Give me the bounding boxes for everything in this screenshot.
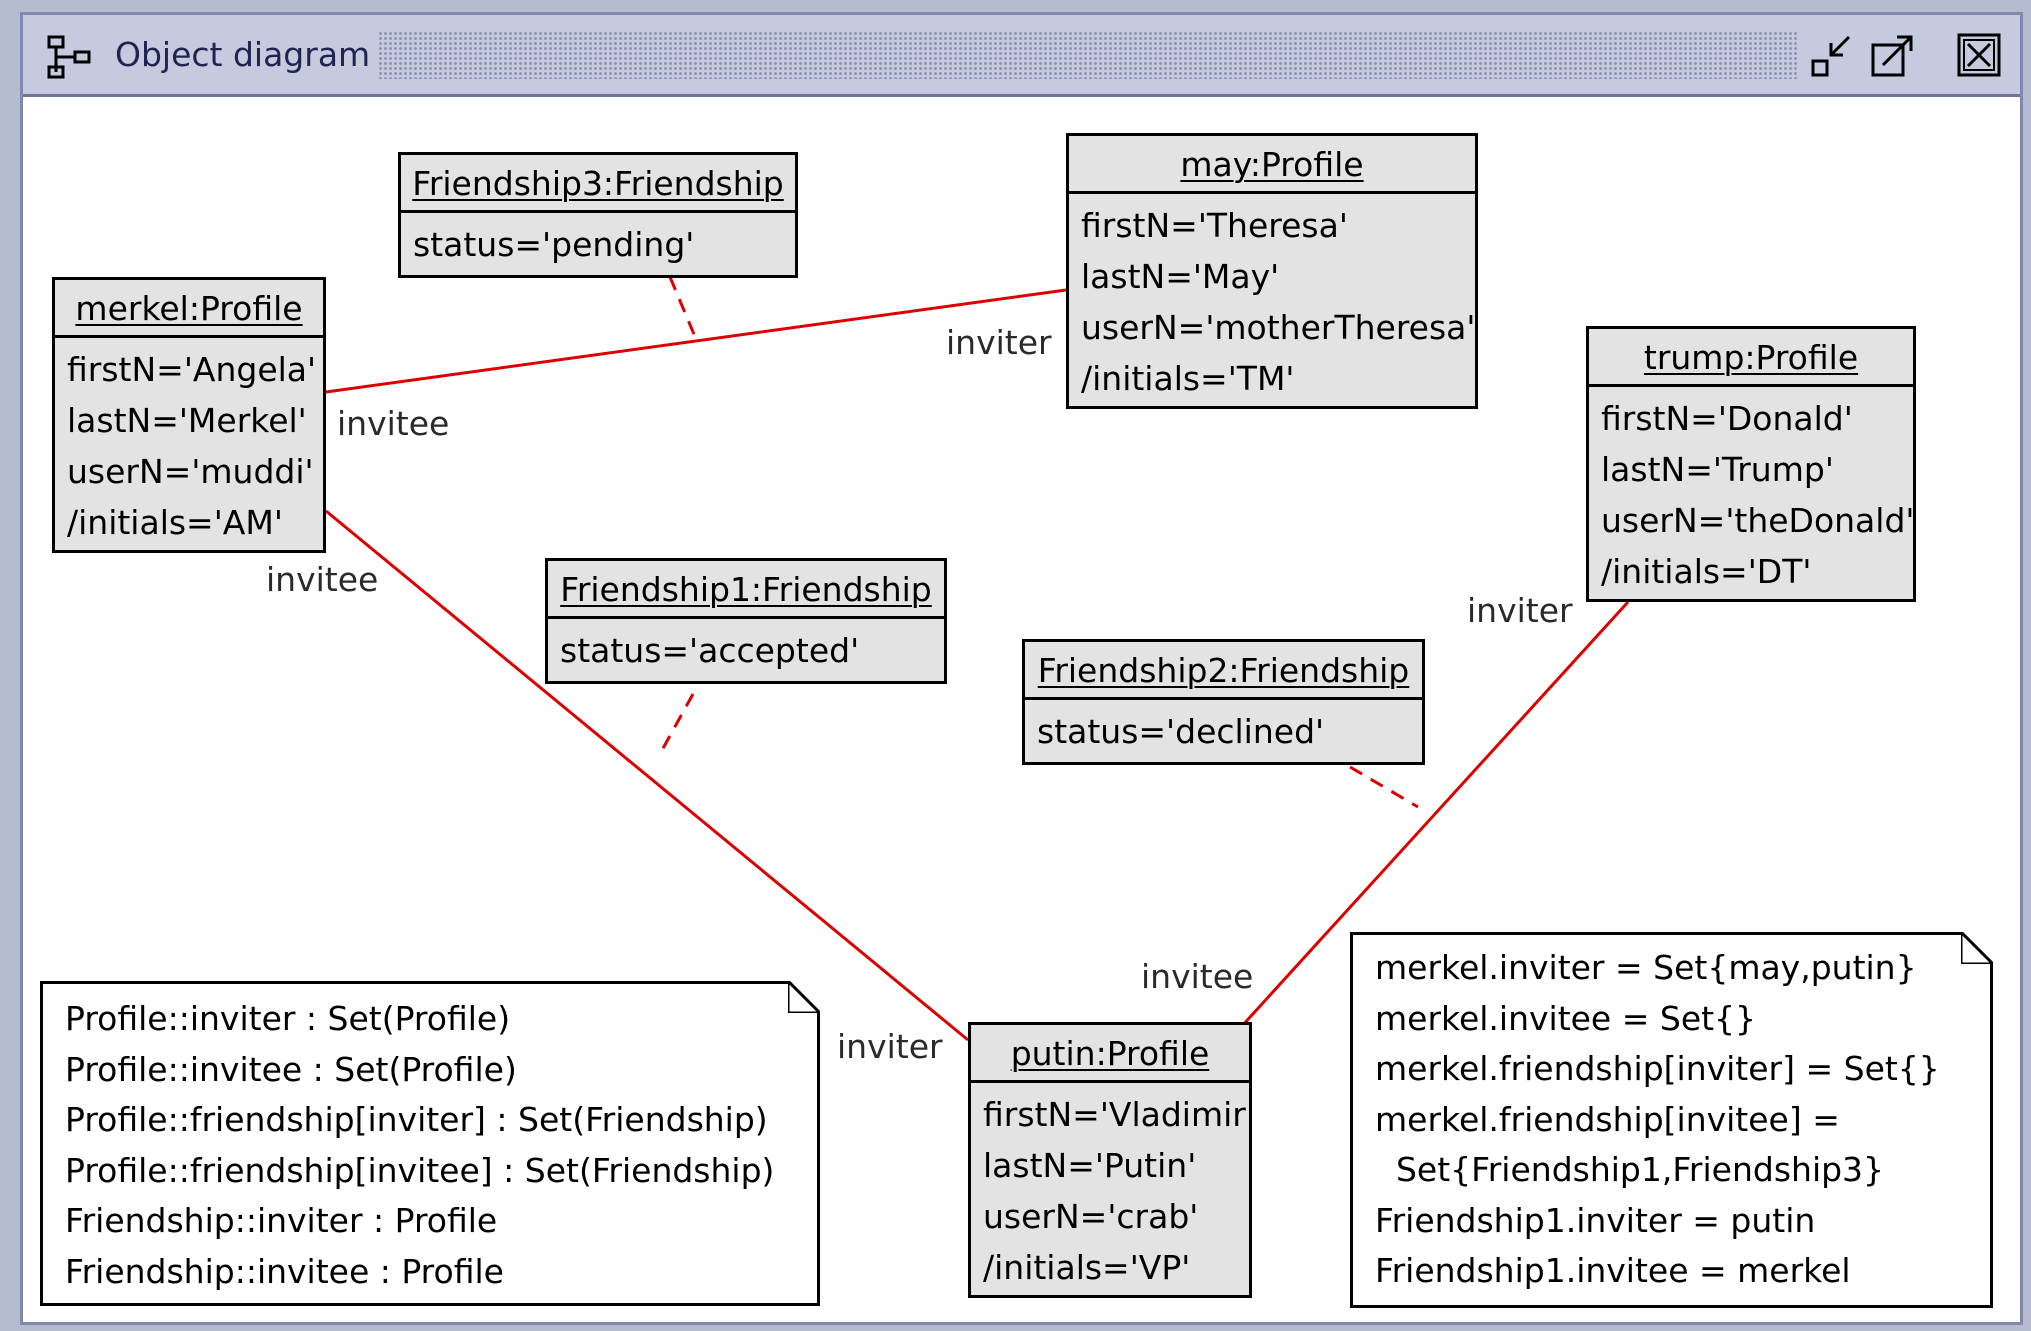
window-title: Object diagram <box>115 35 371 74</box>
note-line: Friendship1.invitee = merkel <box>1375 1251 1851 1290</box>
object-may[interactable]: may:Profile firstN='Theresa' lastN='May'… <box>1066 133 1478 409</box>
object-name: Friendship1:Friendship <box>548 561 944 619</box>
link-merkel-putin <box>325 509 969 1042</box>
object-attribute: /initials='AM' <box>67 503 283 542</box>
object-attribute: /initials='VP' <box>983 1248 1191 1287</box>
object-attribute: firstN='Angela' <box>67 350 317 389</box>
object-attribute: firstN='Vladimir' <box>983 1095 1255 1134</box>
object-attribute: lastN='May' <box>1081 257 1280 296</box>
object-merkel[interactable]: merkel:Profile firstN='Angela' lastN='Me… <box>52 277 326 553</box>
note-line: merkel.friendship[invitee] = <box>1375 1099 1840 1139</box>
object-attribute: /initials='TM' <box>1081 359 1295 398</box>
object-name: Friendship3:Friendship <box>401 155 795 213</box>
note-line: Friendship::invitee : Profile <box>65 1251 504 1291</box>
assoc-connector-friendship2 <box>1349 765 1419 809</box>
object-name: putin:Profile <box>971 1025 1249 1083</box>
object-name: merkel:Profile <box>55 280 323 338</box>
object-attribute: userN='motherTheresa' <box>1081 308 1476 347</box>
object-attribute: status='accepted' <box>560 631 860 670</box>
note-line: Set{Friendship1,Friendship3} <box>1375 1150 1885 1189</box>
note-line: Profile::friendship[invitee] : Set(Frien… <box>65 1150 775 1190</box>
role-label-inviter: inviter <box>1467 591 1573 630</box>
object-putin[interactable]: putin:Profile firstN='Vladimir' lastN='P… <box>968 1022 1255 1298</box>
object-attribute: lastN='Trump' <box>1601 450 1834 489</box>
note-line: Friendship1.inviter = putin <box>1375 1200 1816 1240</box>
object-trump[interactable]: trump:Profile firstN='Donald' lastN='Tru… <box>1586 326 1916 602</box>
object-friendship2[interactable]: Friendship2:Friendship status='declined' <box>1022 639 1425 765</box>
assoc-connector-friendship3 <box>668 276 698 340</box>
note-line: Profile::invitee : Set(Profile) <box>65 1049 517 1089</box>
object-name: Friendship2:Friendship <box>1025 642 1422 700</box>
object-friendship3[interactable]: Friendship3:Friendship status='pending' <box>398 152 798 278</box>
note-type-signatures[interactable]: Profile::inviter : Set(Profile) Profile:… <box>40 981 820 1306</box>
object-attribute: firstN='Theresa' <box>1081 206 1348 245</box>
role-label-invitee: invitee <box>337 404 450 443</box>
object-name: may:Profile <box>1069 136 1475 194</box>
note-line: Profile::inviter : Set(Profile) <box>65 999 511 1038</box>
note-evaluated-expressions[interactable]: merkel.inviter = Set{may,putin} merkel.i… <box>1350 932 1993 1308</box>
role-label-inviter: inviter <box>837 1027 943 1066</box>
object-attribute: /initials='DT' <box>1601 552 1812 591</box>
object-friendship1[interactable]: Friendship1:Friendship status='accepted' <box>545 558 947 684</box>
object-diagram-window: Object diagram <box>20 12 2023 1325</box>
assoc-connector-friendship1 <box>659 693 695 753</box>
maximize-button[interactable] <box>1869 31 1917 79</box>
link-may-merkel <box>325 288 1067 394</box>
maximize-icon <box>1871 35 1913 77</box>
diagram-canvas[interactable]: Friendship3:Friendship status='pending' … <box>23 97 2020 1322</box>
object-attribute: userN='muddi' <box>67 452 314 491</box>
minimize-button[interactable] <box>1809 31 1857 79</box>
links-layer <box>325 276 1630 1042</box>
note-line: Profile::friendship[inviter] : Set(Frien… <box>65 1100 768 1139</box>
role-label-invitee: invitee <box>1141 957 1254 996</box>
role-label-inviter: inviter <box>946 323 1052 362</box>
object-attribute: userN='crab' <box>983 1197 1199 1236</box>
note-fold-icon <box>788 981 820 1013</box>
object-attribute: status='pending' <box>413 225 695 264</box>
note-fold-icon <box>1961 932 1993 964</box>
close-icon <box>1957 33 2001 77</box>
object-attribute: userN='theDonald' <box>1601 501 1915 540</box>
note-line: merkel.invitee = Set{} <box>1375 998 1757 1038</box>
note-line: Friendship::inviter : Profile <box>65 1201 498 1240</box>
object-attribute: lastN='Merkel' <box>67 401 307 440</box>
object-attribute: firstN='Donald' <box>1601 399 1853 438</box>
object-diagram-icon <box>45 33 93 81</box>
window-titlebar[interactable]: Object diagram <box>23 15 2020 97</box>
note-line: merkel.friendship[inviter] = Set{} <box>1375 1049 1940 1088</box>
role-label-invitee: invitee <box>266 560 379 599</box>
object-name: trump:Profile <box>1589 329 1913 387</box>
object-attribute: lastN='Putin' <box>983 1146 1197 1185</box>
note-line: merkel.inviter = Set{may,putin} <box>1375 948 1917 987</box>
link-trump-putin <box>1239 600 1630 1029</box>
object-attribute: status='declined' <box>1037 712 1325 751</box>
titlebar-pattern <box>378 31 1798 79</box>
minimize-icon <box>1811 35 1851 77</box>
close-button[interactable] <box>1955 31 2003 79</box>
